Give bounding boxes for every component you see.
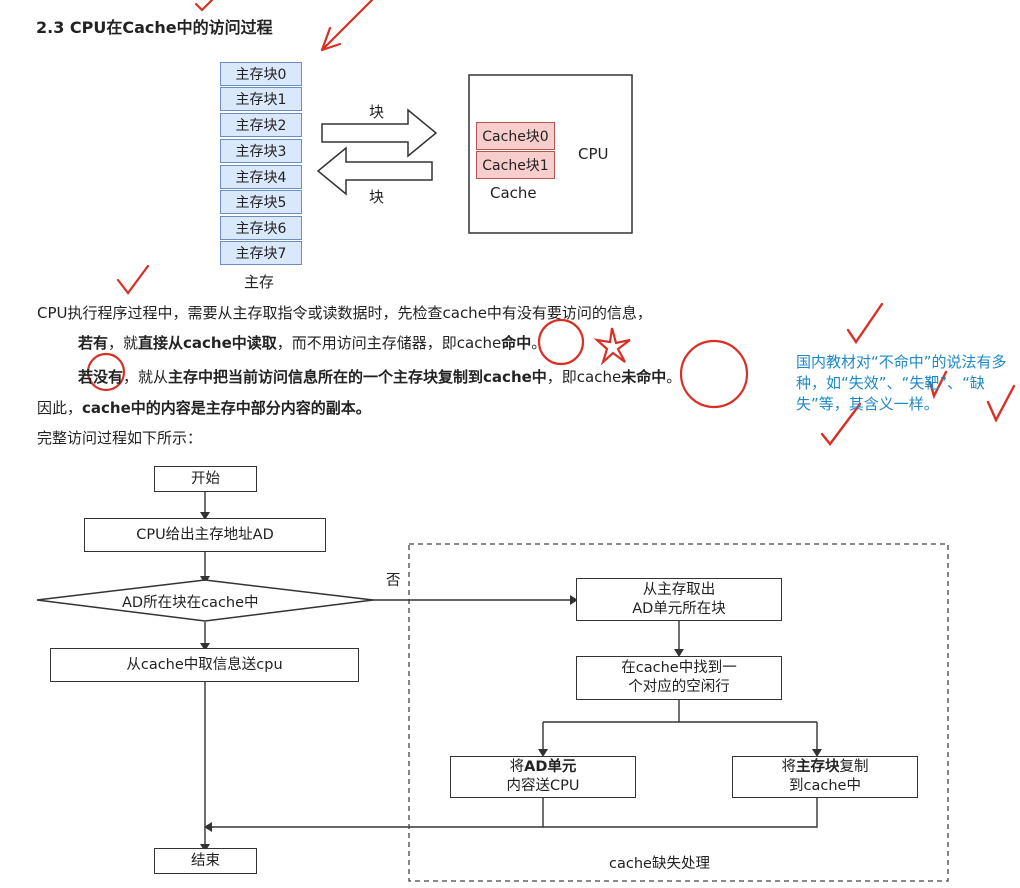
- annotation-circle: [537, 318, 585, 366]
- annotation-check: [986, 384, 1016, 423]
- text-bold: 若没有: [78, 368, 124, 386]
- annotation-star: [593, 327, 631, 366]
- flow-text: 将: [509, 759, 525, 775]
- cpu-label: CPU: [578, 145, 609, 163]
- memory-block: 主存块3: [220, 139, 302, 163]
- text-segment: ，就从: [123, 368, 169, 386]
- flow-send-cpu: 将AD单元 内容送CPU: [450, 756, 636, 798]
- flow-end: 结束: [154, 848, 257, 874]
- annotation-check: [194, 0, 214, 12]
- flow-decision-label: AD所在块在cache中: [122, 595, 259, 611]
- flow-miss-find-line: 在cache中找到一 个对应的空闲行: [576, 656, 782, 700]
- decision-diamond: [36, 579, 374, 622]
- cpu-box: [468, 74, 633, 234]
- text-line-1: CPU执行程序过程中，需要从主存取指令或读数据时，先检查cache中有没有要访问…: [37, 302, 652, 323]
- flow-text: 个对应的空闲行: [628, 679, 730, 695]
- flow-text: 在cache中找到一: [621, 660, 737, 676]
- text-bold: 直接从cache中读取: [138, 334, 277, 352]
- transfer-arrow-left: [316, 146, 433, 196]
- flow-miss-fetch: 从主存取出 AD单元所在块: [576, 578, 782, 621]
- memory-block: 主存块6: [220, 216, 302, 240]
- cache-block: Cache块1: [476, 151, 555, 179]
- miss-region-label: cache缺失处理: [609, 856, 710, 872]
- memory-block: 主存块4: [220, 165, 302, 189]
- flow-hit-step: 从cache中取信息送cpu: [50, 648, 359, 682]
- annotation-check: [928, 370, 948, 400]
- text-bold: 未命中: [621, 368, 667, 386]
- transfer-arrow-right: [321, 108, 438, 158]
- text-segment: 完整访问过程如下所示：: [37, 429, 203, 447]
- memory-block: 主存块1: [220, 87, 302, 111]
- section-heading: 2.3 CPU在Cache中的访问过程: [36, 18, 273, 37]
- flow-start: 开始: [154, 466, 257, 492]
- text-segment: ，而不用访问主存储器，即cache: [276, 334, 502, 352]
- flow-text: 将: [781, 759, 797, 775]
- flow-text: 复制: [839, 759, 869, 775]
- text-bold: 主存中把当前访问信息所在的一个主存块复制到cache中: [168, 368, 547, 386]
- transfer-label-bottom: 块: [369, 188, 385, 206]
- annotation-check: [820, 402, 862, 446]
- text-segment: 。: [666, 368, 682, 386]
- memory-block: 主存块0: [220, 62, 302, 86]
- text-bold: 命中: [501, 334, 532, 352]
- flow-copy-block: 将主存块复制 到cache中: [732, 756, 918, 798]
- cache-block: Cache块0: [476, 122, 555, 150]
- text-bold: 若有: [78, 334, 109, 352]
- flow-text: 将主存块复制: [782, 758, 869, 777]
- text-segment: ，即cache: [546, 368, 622, 386]
- annotation-check: [116, 264, 150, 295]
- memory-label: 主存: [244, 273, 275, 291]
- flow-text-bold: AD单元: [524, 759, 577, 775]
- miss-handling-region: [408, 543, 949, 882]
- memory-block: 主存块2: [220, 113, 302, 137]
- flow-text: 从主存取出: [642, 581, 716, 598]
- text-segment: ，就: [108, 334, 139, 352]
- text-segment: CPU执行程序过程中，需要从主存取指令或读数据时，先检查cache中有没有要访问…: [37, 304, 652, 322]
- text-line-2: 若有，就直接从cache中读取，而不用访问主存储器，即cache命中。: [78, 332, 546, 353]
- annotation-circle: [86, 352, 126, 392]
- memory-block: 主存块7: [220, 241, 302, 265]
- text-line-5: 完整访问过程如下所示：: [37, 427, 202, 448]
- transfer-label-top: 块: [369, 103, 385, 121]
- annotation-arrow: [320, 0, 374, 52]
- flow-no-label: 否: [386, 573, 401, 589]
- side-note: 国内教材对“不命中”的说法有多种，如“失效”、“失靶”、“缺失”等，其含义一样。: [796, 353, 1007, 413]
- flow-text: 将AD单元: [510, 758, 577, 777]
- text-segment: 因此，: [37, 399, 83, 417]
- flow-text: AD单元所在块: [632, 600, 726, 617]
- annotation-check: [846, 302, 884, 345]
- text-line-4: 因此，cache中的内容是主存中部分内容的副本。: [37, 397, 371, 418]
- flow-step-cpu-address: CPU给出主存地址AD: [84, 518, 326, 552]
- cache-label: Cache: [490, 184, 537, 202]
- text-bold: cache中的内容是主存中部分内容的副本。: [82, 399, 371, 417]
- annotation-circle: [679, 339, 749, 409]
- memory-block: 主存块5: [220, 190, 302, 214]
- text-line-3: 若没有，就从主存中把当前访问信息所在的一个主存块复制到cache中，即cache…: [78, 366, 681, 387]
- flow-text: 到cache中: [789, 778, 861, 794]
- flow-text: 内容送CPU: [506, 778, 580, 794]
- flow-text-bold: 主存块: [796, 759, 840, 775]
- text-segment: 。: [531, 334, 547, 352]
